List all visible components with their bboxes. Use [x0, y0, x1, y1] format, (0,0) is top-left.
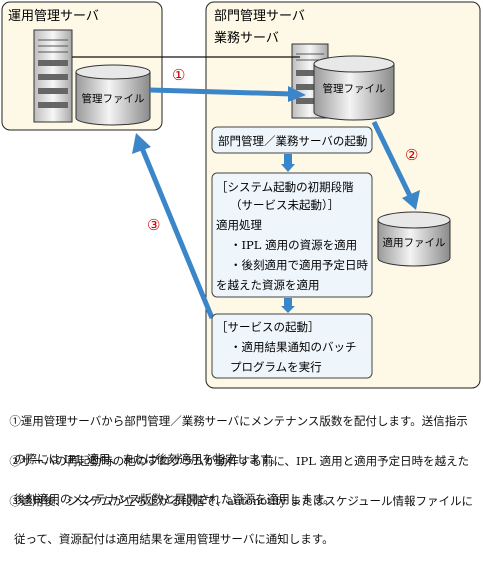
business-server-title: 業務サーバ — [214, 30, 279, 46]
service-line1: ［サービスの起動］ — [216, 320, 320, 334]
phase-heading: 適用処理 — [216, 218, 262, 232]
ops-server-icon — [33, 29, 73, 123]
service-line2: ・適用結果通知のバッチ — [230, 340, 357, 354]
apply-file-label: 適用ファイル — [383, 236, 446, 249]
marker-1: ① — [172, 66, 185, 84]
service-line3: プログラムを実行 — [230, 360, 322, 374]
arrow-distribute — [149, 86, 306, 102]
arrow-expand — [371, 120, 420, 210]
distribution-diagram: 運用管理サーバ 管理ファイル 部門管理サーバ 業務サーバ — [1, 1, 481, 389]
phase-bullet1: ・IPL 適用の資源を適用 — [230, 238, 357, 252]
ops-server-panel: 運用管理サーバ 管理ファイル — [1, 1, 163, 131]
note-3-line2: 従って、資源配付は適用結果を運用管理サーバに通知します。 — [14, 532, 334, 546]
note-2-line2: 後刻適用のメンテナンス版数と展開された資源を適用します。 — [14, 492, 335, 506]
ops-db-icon — [75, 64, 151, 126]
ops-db-label: 管理ファイル — [82, 92, 145, 105]
note-1: ①運用管理サーバから部門管理／業務サーバにメンテナンス版数を配付します。送信指示… — [2, 393, 468, 488]
note-1-line1: ①運用管理サーバから部門管理／業務サーバにメンテナンス版数を配付します。送信指示 — [9, 414, 468, 428]
apply-file-icon — [377, 211, 451, 267]
note-2-line1: ②サーバの再起動時の他のプログラムが動作する前に、IPL 適用と適用予定日時を越… — [9, 454, 470, 468]
phase-line1: ［システム起動の初期段階 — [216, 180, 354, 194]
phase-bullet2b: を越えた資源を適用 — [216, 278, 320, 292]
ops-server-title: 運用管理サーバ — [8, 9, 99, 24]
flow-arrow-1 — [281, 154, 295, 172]
dept-db-label: 管理ファイル — [323, 82, 386, 95]
flow-arrow-2 — [281, 298, 295, 313]
note-3-line1: ③適用後、システムが立ち上がる段階で、autonotify またはスケジュール情… — [9, 494, 474, 508]
flow-phase-box: ［システム起動の初期段階 （サービス未起動）］ 適用処理 ・IPL 適用の資源を… — [211, 172, 373, 298]
arrow-notify — [132, 133, 215, 319]
note-3: ③適用後、システムが立ち上がる段階で、autonotify またはスケジュール情… — [2, 473, 473, 568]
marker-2: ② — [405, 146, 418, 164]
marker-3: ③ — [147, 216, 160, 234]
note-2: ②サーバの再起動時の他のプログラムが動作する前に、IPL 適用と適用予定日時を越… — [2, 433, 469, 528]
phase-line2: （サービス未起動）］ — [230, 198, 339, 212]
dept-db-icon — [313, 55, 395, 121]
note-1-line2: の際には IPL 適用、または後刻適用を指定します。 — [14, 452, 282, 466]
phase-bullet2a: ・後刻適用で適用予定日時 — [230, 258, 368, 272]
dept-server-title: 部門管理サーバ — [214, 9, 305, 24]
flow-service-box: ［サービスの起動］ ・適用結果通知のバッチ プログラムを実行 — [211, 313, 373, 379]
flow-start-box: 部門管理／業務サーバの起動 — [211, 126, 373, 154]
flow-start-label: 部門管理／業務サーバの起動 — [218, 134, 367, 148]
